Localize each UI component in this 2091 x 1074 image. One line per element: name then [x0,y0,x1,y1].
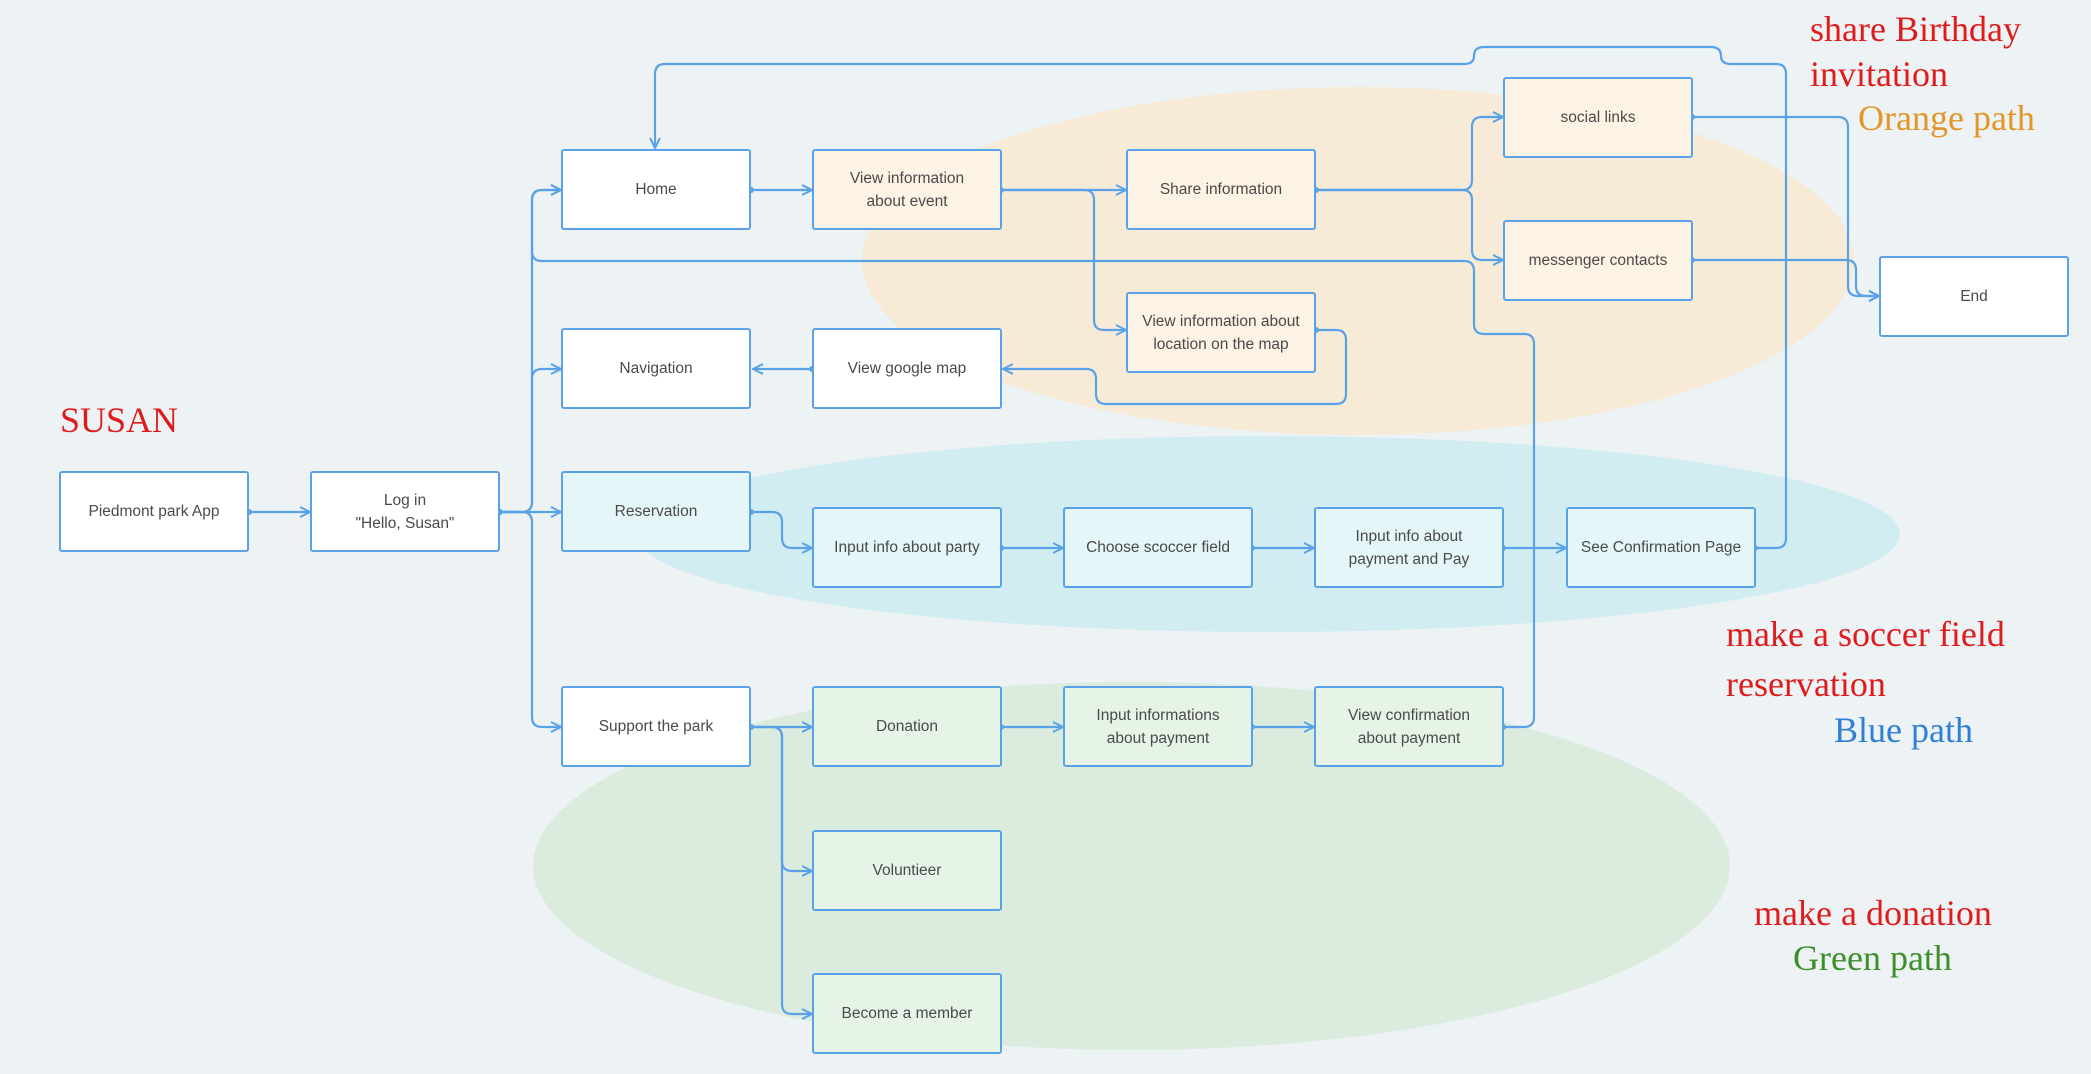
node-view-google-map[interactable]: View google map [812,328,1002,409]
annotation-blue-path: Blue path [1834,710,1973,750]
annotation-donation: make a donation [1754,893,1992,933]
node-volunteer[interactable]: Voluntieer [812,830,1002,911]
node-home[interactable]: Home [561,149,751,230]
node-become-a-member[interactable]: Become a member [812,973,1002,1054]
annotation-soccer-line1: make a soccer field [1726,614,2005,654]
node-navigation[interactable]: Navigation [561,328,751,409]
node-donation[interactable]: Donation [812,686,1002,767]
node-messenger-contacts[interactable]: messenger contacts [1503,220,1693,301]
edge-support-member [751,725,812,1014]
annotation-soccer-line2: reservation [1726,664,1886,704]
edge-confirmation-home [655,45,1788,550]
node-end[interactable]: End [1879,256,2069,337]
node-input-party-info[interactable]: Input info about party [812,507,1002,588]
annotation-share-line2: invitation [1810,54,1948,94]
node-reservation[interactable]: Reservation [561,471,751,552]
edge-login-home [500,190,561,514]
annotation-share-line1: share Birthday [1810,9,2021,49]
edge-login-support [500,510,561,727]
edge-login-navigation [500,369,561,514]
node-view-payment-confirmation[interactable]: View confirmation about payment [1314,686,1504,767]
annotation-green-path: Green path [1793,938,1952,978]
node-see-confirmation-page[interactable]: See Confirmation Page [1566,507,1756,588]
edge-share-messenger [1316,188,1503,260]
edge-location-map [1003,328,1348,406]
node-input-payment-and-pay[interactable]: Input info about payment and Pay [1314,507,1504,588]
node-choose-soccer-field[interactable]: Choose scoccer field [1063,507,1253,588]
edge-view-confirmation-home [530,190,1536,729]
edge-share-social [1316,117,1503,192]
node-support-the-park[interactable]: Support the park [561,686,751,767]
edge-social-end [1692,115,1879,296]
node-log-in[interactable]: Log in "Hello, Susan" [310,471,500,552]
node-view-event-info[interactable]: View information about event [812,149,1002,230]
connector-dots [246,114,1758,730]
node-piedmont-park-app[interactable]: Piedmont park App [59,471,249,552]
node-view-location-info[interactable]: View information about location on the m… [1126,292,1316,373]
persona-label: SUSAN [60,400,179,440]
node-share-information[interactable]: Share information [1126,149,1316,230]
node-input-payment-info[interactable]: Input informations about payment [1063,686,1253,767]
edge-reservation-party [751,510,812,548]
node-social-links[interactable]: social links [1503,77,1693,158]
annotation-orange-path: Orange path [1858,98,2035,138]
edge-messenger-end [1692,258,1879,296]
